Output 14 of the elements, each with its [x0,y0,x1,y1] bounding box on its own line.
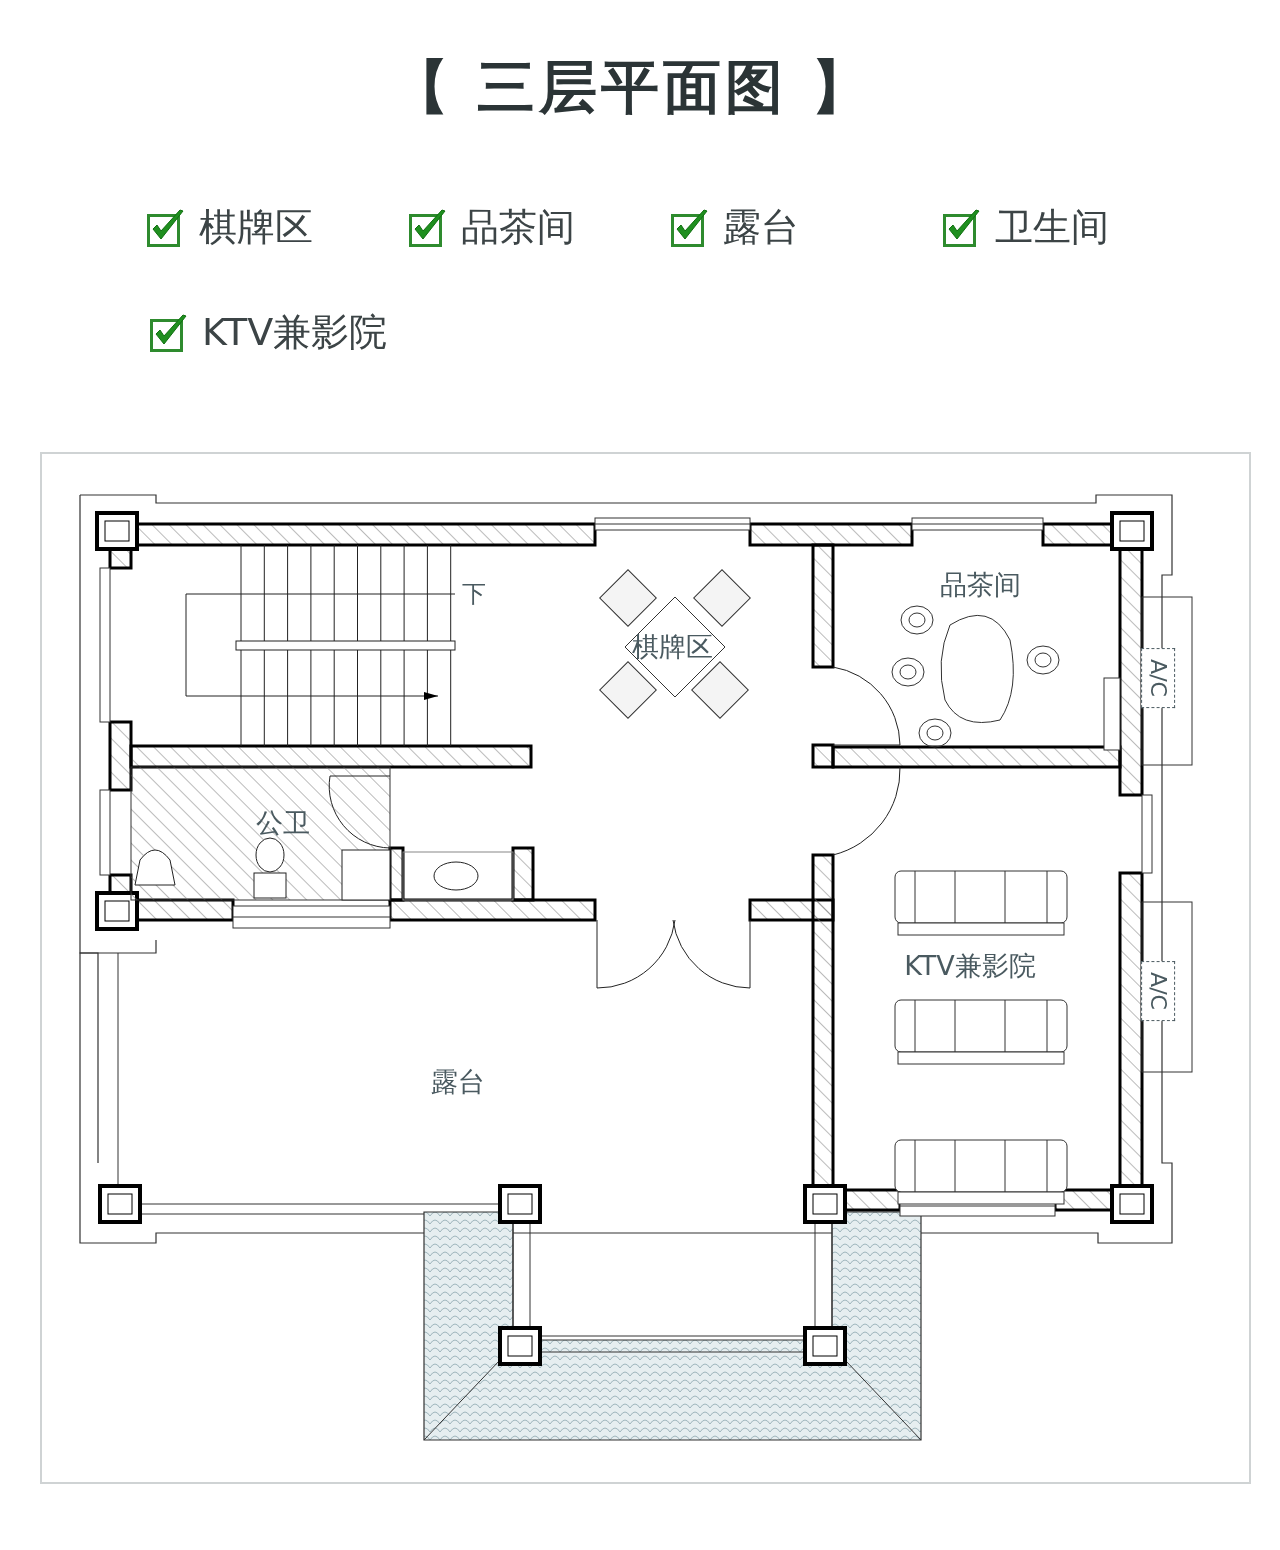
room-label: 露台 [431,1067,485,1097]
room-label: 棋牌区 [631,632,713,662]
room-label: 公卫 [256,808,310,838]
feature-label: KTV兼影院 [202,312,388,354]
stair-direction-label: 下 [462,580,486,608]
ac-unit-box: A/C [1140,648,1176,708]
room-label: 品茶间 [939,570,1021,600]
feature-label: 棋牌区 [199,207,313,249]
feature-label: 卫生间 [995,207,1109,249]
feature-label: 露台 [723,207,799,249]
feature-label: 品茶间 [461,207,575,249]
ac-unit-box: A/C [1140,961,1176,1021]
room-label: KTV兼影院 [904,951,1036,981]
title: 【 三层平面图 】 [390,56,874,120]
